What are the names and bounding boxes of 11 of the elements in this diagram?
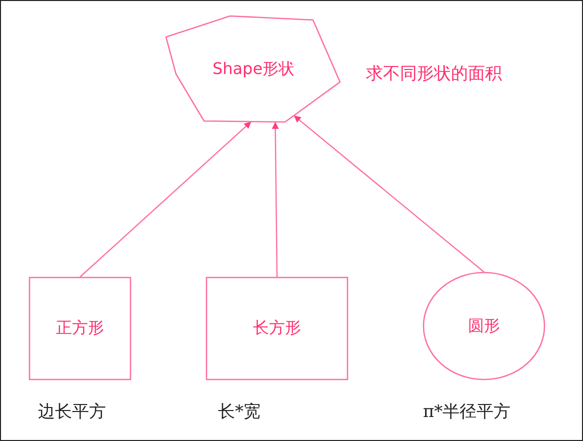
area-formula: 边长平方 [38,401,106,423]
node-label: 圆形 [468,316,500,336]
note-text: 求不同形状的面积 [366,63,502,85]
inheritance-arrow [294,115,484,272]
node-label: 正方形 [56,318,104,339]
area-formula: π*半径平方 [423,401,511,423]
inheritance-arrow [272,122,279,277]
node-label: 长方形 [253,318,301,339]
inheritance-arrow [80,121,252,278]
area-formula: 长*宽 [218,401,260,423]
node-label: Shape形状 [212,58,295,80]
